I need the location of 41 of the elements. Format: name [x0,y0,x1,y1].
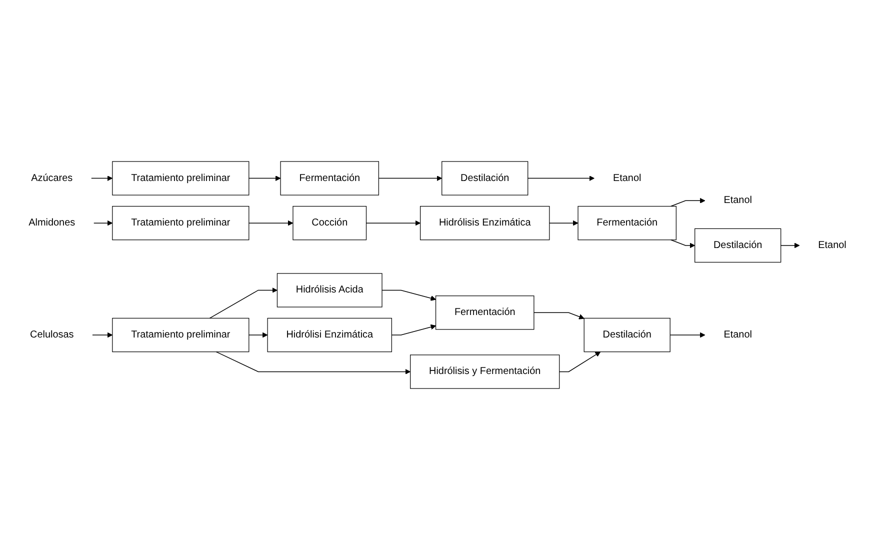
node-text: Celulosas [30,329,74,340]
node-text: Almidones [28,217,76,228]
arrow [549,220,578,226]
arrow [780,242,800,248]
arrow [391,324,436,336]
arrow [209,288,278,319]
arrow [90,176,113,182]
arrow [527,176,595,182]
arrow [248,220,294,226]
node-box: Hidrólisis Acida [276,273,382,308]
node-box: Tratamiento preliminar [112,161,250,196]
node-box: Hidrólisis y Fermentación [410,354,560,389]
arrow [670,198,706,207]
node-box: Destilación [694,228,782,263]
arrow [382,290,436,301]
node-text: Etanol [724,195,752,206]
arrow [559,352,601,372]
node-box: Destilación [442,161,528,196]
node-box: Hidrólisis Enzimática [420,206,550,240]
arrow [670,239,696,248]
node-box: Tratamiento preliminar [112,318,250,352]
arrow [366,220,421,226]
arrow [378,176,442,182]
node-box: Fermentación [578,206,676,240]
node-text: Azúcares [31,172,73,184]
arrow [92,332,113,338]
node-box: Hidrólisi Enzimática [267,318,392,352]
node-box: Fermentación [435,296,534,330]
node-box: Fermentación [280,161,380,196]
node-text: Etanol [612,172,642,184]
arrow [216,351,411,374]
arrow [248,176,281,182]
node-box: Destilación [584,318,670,352]
arrow [93,220,113,226]
arrow [248,332,268,338]
node-box: Cocción [292,206,367,240]
arrow [670,332,706,338]
node-text: Etanol [724,329,752,340]
arrow [534,312,584,320]
node-text: Etanol [818,240,846,250]
node-box: Tratamiento preliminar [112,206,250,240]
